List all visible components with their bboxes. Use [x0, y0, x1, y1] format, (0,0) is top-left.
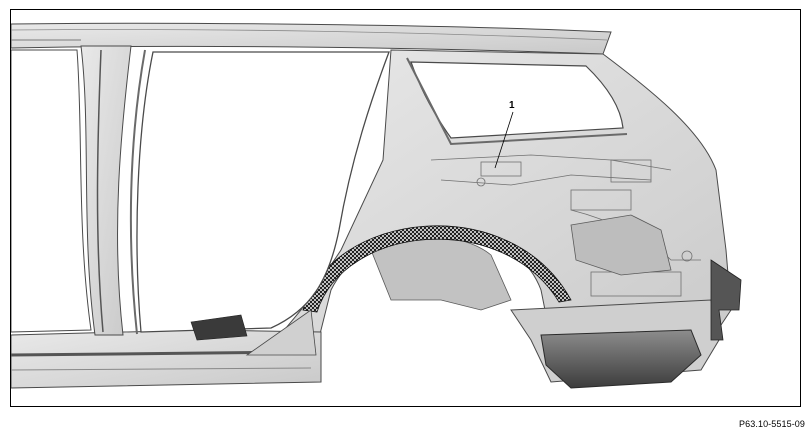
front-door-opening	[11, 49, 92, 333]
reference-code: P63.10-5515-09	[739, 419, 805, 429]
rear-end-bracket	[710, 259, 742, 341]
inner-panel-details	[397, 154, 701, 297]
rear-panel-recess	[570, 214, 672, 276]
callout-leader-line	[494, 111, 514, 169]
b-pillar	[80, 45, 132, 336]
rear-quarter-panel	[249, 49, 732, 371]
callout-number: 1	[509, 100, 515, 111]
vehicle-side-structure-illustration: 1	[11, 22, 742, 389]
sill-gusset	[245, 309, 317, 356]
spare-wheel-well	[540, 329, 702, 389]
wheel-arch-seam-hatched	[302, 225, 572, 313]
rear-door-opening	[136, 51, 390, 333]
sill-bracket	[190, 314, 248, 341]
illustration-frame: 1	[10, 9, 801, 407]
